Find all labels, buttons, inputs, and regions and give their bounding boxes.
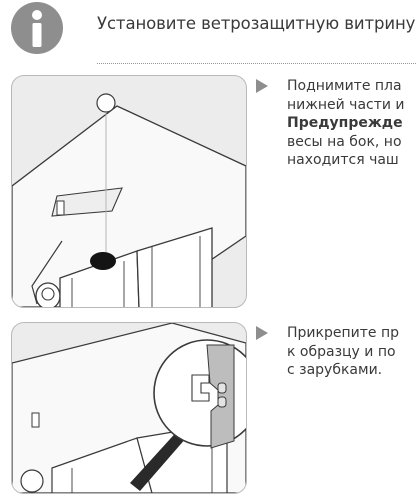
step-1-line: нижней части и [287, 96, 405, 113]
step-2-line: с зарубками. [287, 362, 383, 378]
step-1-line: Поднимите пла [287, 78, 402, 94]
triangle-right-icon [256, 79, 268, 93]
step-2-line: Прикрепите пр [287, 325, 399, 341]
step-1-warning-line: Предупрежде [287, 115, 403, 131]
info-badge [11, 2, 63, 54]
step-1-text: Поднимите пла нижней части и Предупрежде… [287, 77, 405, 170]
info-icon [32, 10, 42, 47]
step-1-line: находится чаш [287, 152, 399, 168]
section-divider [97, 63, 416, 64]
step-2-illustration [11, 322, 247, 494]
instruction-heading: Установите ветрозащитную витрину. [97, 14, 416, 33]
step-1-illustration [11, 75, 247, 308]
step-2-text: Прикрепите пр к образцу и по с зарубками… [287, 324, 399, 380]
step-2-line: к образцу и по [287, 343, 396, 360]
step-1-line: весы на бок, но [287, 133, 402, 150]
triangle-right-icon [256, 326, 268, 340]
